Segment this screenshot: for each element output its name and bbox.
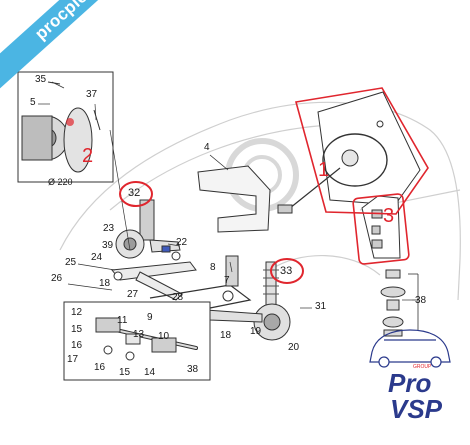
logo-group-tag: GROUP <box>413 364 432 370</box>
part-label-18-left: 18 <box>99 278 111 289</box>
part-label-12: 12 <box>71 307 83 318</box>
part-label-5: 5 <box>30 97 36 108</box>
part-label-32: 32 <box>128 187 141 199</box>
part-label-16-bottom: 16 <box>94 362 106 373</box>
part-label-24: 24 <box>91 252 103 263</box>
part-label-38-right: 38 <box>415 295 427 306</box>
steering-inset <box>277 91 421 214</box>
part-label-11: 11 <box>117 315 128 326</box>
part-label-10: 10 <box>158 331 170 342</box>
part-label-19: 19 <box>250 326 262 337</box>
part-label-20: 20 <box>288 342 300 353</box>
bracket-part-4 <box>197 165 271 233</box>
part-label-25: 25 <box>65 257 77 268</box>
part-label-28: 28 <box>172 292 184 303</box>
part-label-35: 35 <box>35 74 47 85</box>
callout-3: 3 <box>383 205 395 227</box>
part-label-27: 27 <box>127 289 139 300</box>
part-label-16-left: 16 <box>71 340 83 351</box>
logo-car-icon <box>369 329 451 368</box>
disc-diameter-label: Ø 220 <box>48 177 73 187</box>
part-label-17: 17 <box>67 354 79 365</box>
part-label-4: 4 <box>204 142 210 153</box>
part-label-7: 7 <box>224 275 230 286</box>
callout-frame-1 <box>294 87 429 215</box>
circle-highlight-33 <box>270 258 304 284</box>
front-left-assembly <box>115 199 181 259</box>
part-label-9: 9 <box>147 312 153 323</box>
inset-part-3 <box>361 195 401 259</box>
top-mount-stack <box>380 269 406 337</box>
part-label-37: 37 <box>86 89 98 100</box>
part-label-33: 33 <box>280 265 293 277</box>
callout-1: 1 <box>318 159 330 181</box>
part-label-23: 23 <box>103 223 115 234</box>
lower-arm-left <box>111 251 197 301</box>
callout-2: 2 <box>82 145 94 167</box>
callout-frame-3 <box>352 193 410 265</box>
part-label-15-bottom: 15 <box>119 367 131 378</box>
part-label-13: 13 <box>133 329 145 340</box>
part-label-14: 14 <box>144 367 156 378</box>
part-label-31: 31 <box>315 301 327 312</box>
part-label-26: 26 <box>51 273 63 284</box>
logo-vsp-text: VSP <box>390 394 443 424</box>
logo-pro-text: Pro <box>388 368 432 398</box>
part-label-8: 8 <box>210 262 216 273</box>
part-label-38-bottom: 38 <box>187 364 199 375</box>
steering-rack-inset <box>63 301 211 381</box>
circle-highlight-32 <box>119 181 153 207</box>
brake-inset <box>17 71 114 183</box>
part-label-15-top: 15 <box>71 324 83 335</box>
anti-roll-bar <box>149 284 252 311</box>
part-label-18-right: 18 <box>220 330 232 341</box>
part-label-39: 39 <box>102 240 114 251</box>
part-label-22: 22 <box>176 237 188 248</box>
